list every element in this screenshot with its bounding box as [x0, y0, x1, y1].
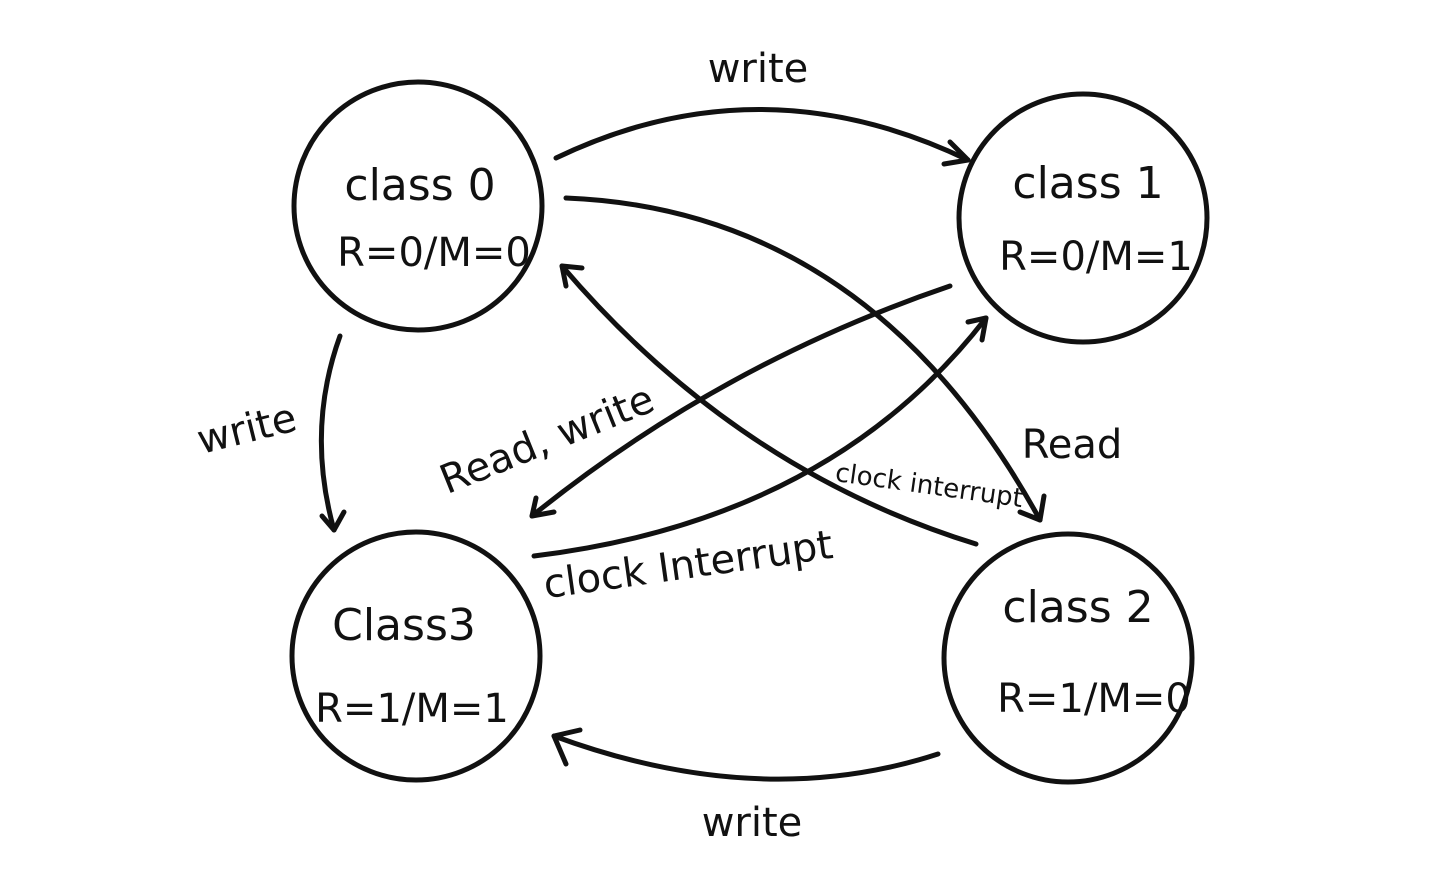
edge-c0-to-c2-label: Read — [1022, 422, 1123, 468]
edge-c0-to-c1-label: write — [708, 46, 809, 92]
edge-c2-to-c0-line — [559, 263, 979, 547]
node-class2-title: class 2 — [1002, 582, 1153, 633]
edge-c0-to-c3: write — [192, 333, 347, 533]
edge-c2-to-c3-line — [551, 733, 941, 782]
node-class0-state: R=0/M=0 — [337, 230, 531, 276]
node-class0: class 0 R=0/M=0 — [291, 79, 545, 333]
edge-c0-to-c2: Read — [563, 195, 1123, 523]
edge-c0-to-c1-line — [553, 107, 971, 163]
node-class1: class 1 R=0/M=1 — [956, 91, 1210, 345]
edge-c1-to-c3-arrowhead — [529, 495, 557, 519]
edge-c0-to-c3-arrowhead — [319, 509, 347, 533]
edge-c0-to-c3-label: write — [192, 395, 301, 464]
node-class1-state: R=0/M=1 — [999, 234, 1193, 280]
node-class0-circle — [291, 79, 545, 333]
node-class2: class 2 R=1/M=0 — [941, 531, 1195, 785]
edge-c2-to-c0-arrowhead — [559, 263, 585, 289]
node-class0-title: class 0 — [344, 160, 495, 211]
edge-c3-to-c1-arrowhead — [965, 315, 989, 343]
edge-c3-to-c1-line — [531, 315, 989, 559]
node-class1-circle — [956, 91, 1210, 345]
edge-c1-to-c3-line — [529, 283, 953, 519]
node-class3-circle — [289, 529, 543, 783]
edge-c2-to-c3: write — [551, 727, 941, 846]
edge-c0-to-c2-line — [563, 195, 1043, 523]
node-class3-state: R=1/M=1 — [315, 686, 509, 732]
node-class3: Class3 R=1/M=1 — [289, 529, 543, 783]
edge-c1-to-c3-label: Read, write — [434, 376, 661, 504]
node-class2-circle — [941, 531, 1195, 785]
edge-c2-to-c3-arrowhead — [551, 727, 583, 767]
node-class1-title: class 1 — [1012, 158, 1163, 209]
edge-c0-to-c2-arrowhead — [1017, 493, 1047, 523]
edge-c2-to-c0-label: clock interrupt — [833, 458, 1024, 514]
edge-c2-to-c3-label: write — [702, 800, 803, 846]
edge-c0-to-c1: write — [553, 46, 971, 167]
edge-c3-to-c1-label: clock Interrupt — [541, 522, 836, 608]
node-class3-title: Class3 — [332, 600, 476, 651]
edge-c0-to-c1-arrowhead — [941, 139, 971, 167]
node-class2-state: R=1/M=0 — [997, 676, 1191, 722]
edge-c0-to-c3-line — [318, 333, 343, 533]
